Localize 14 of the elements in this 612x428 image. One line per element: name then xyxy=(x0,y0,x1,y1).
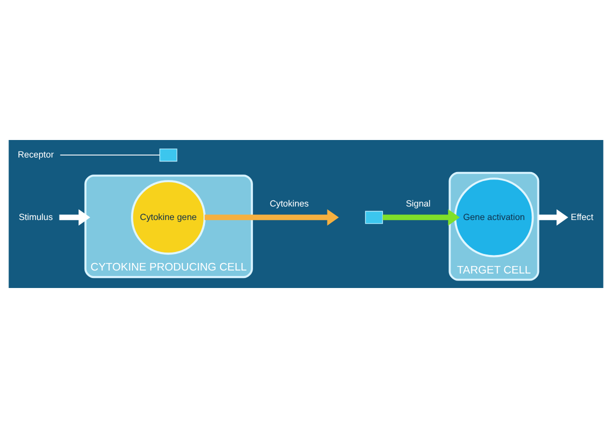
node-circle: Gene activation xyxy=(454,178,534,258)
arrow xyxy=(204,209,339,226)
arrow xyxy=(538,209,568,226)
node-circle: Cytokine gene xyxy=(131,180,206,255)
arrow xyxy=(382,209,460,226)
node-text: Receptor xyxy=(18,149,54,160)
node-box xyxy=(159,148,178,162)
node-box xyxy=(365,210,383,224)
node-text: Effect xyxy=(570,212,594,222)
node-text: Stimulus xyxy=(18,212,53,222)
arrow xyxy=(59,209,90,226)
edge-label: Signal xyxy=(406,198,431,209)
edge-label: Cytokines xyxy=(270,198,309,209)
connector xyxy=(60,154,160,156)
